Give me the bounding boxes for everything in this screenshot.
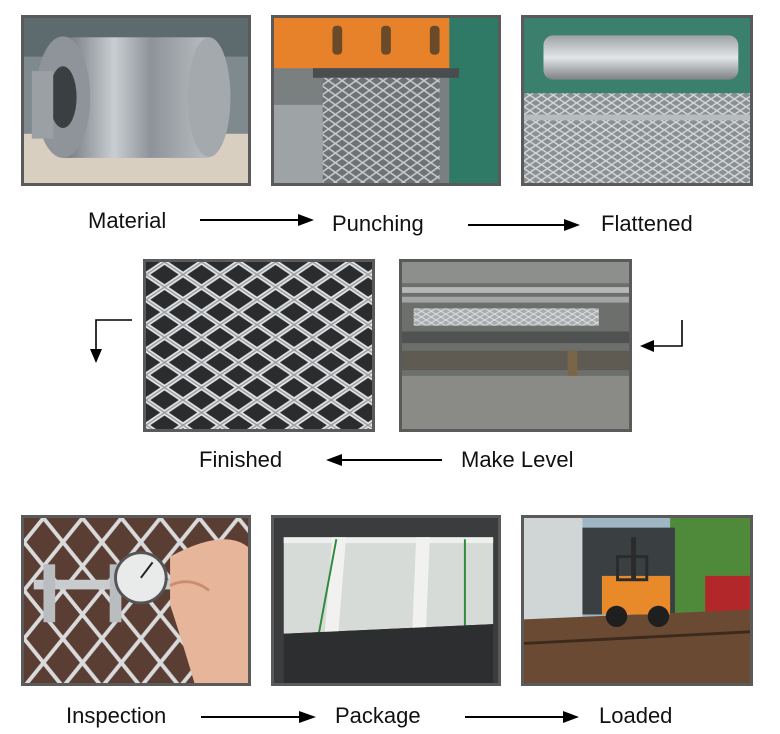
step-label-inspection: Inspection [66,703,167,728]
package-photo [271,515,501,686]
flattened-photo [521,15,753,186]
arrow-finished-to-inspection [90,319,132,363]
step-label-loaded: Loaded [599,703,673,728]
arrow-material-to-punching [200,214,314,226]
arrow-flattened-to-make-level [640,320,683,352]
make-level-photo [399,259,632,432]
inspection-photo [21,515,251,686]
arrow-inspection-to-package [201,711,316,723]
step-label-punching: Punching [332,211,424,236]
material-photo [21,15,251,186]
punching-photo [271,15,501,186]
arrow-punching-to-flattened [468,219,580,231]
arrow-package-to-loaded [465,711,579,723]
step-label-package: Package [335,703,421,728]
arrow-make-level-to-finished [326,454,442,466]
step-label-finished: Finished [199,447,283,472]
loaded-photo [521,515,753,686]
step-label-material: Material [88,208,167,233]
step-label-make-level: Make Level [461,447,574,472]
finished-photo [143,259,375,432]
step-label-flattened: Flattened [601,211,693,236]
